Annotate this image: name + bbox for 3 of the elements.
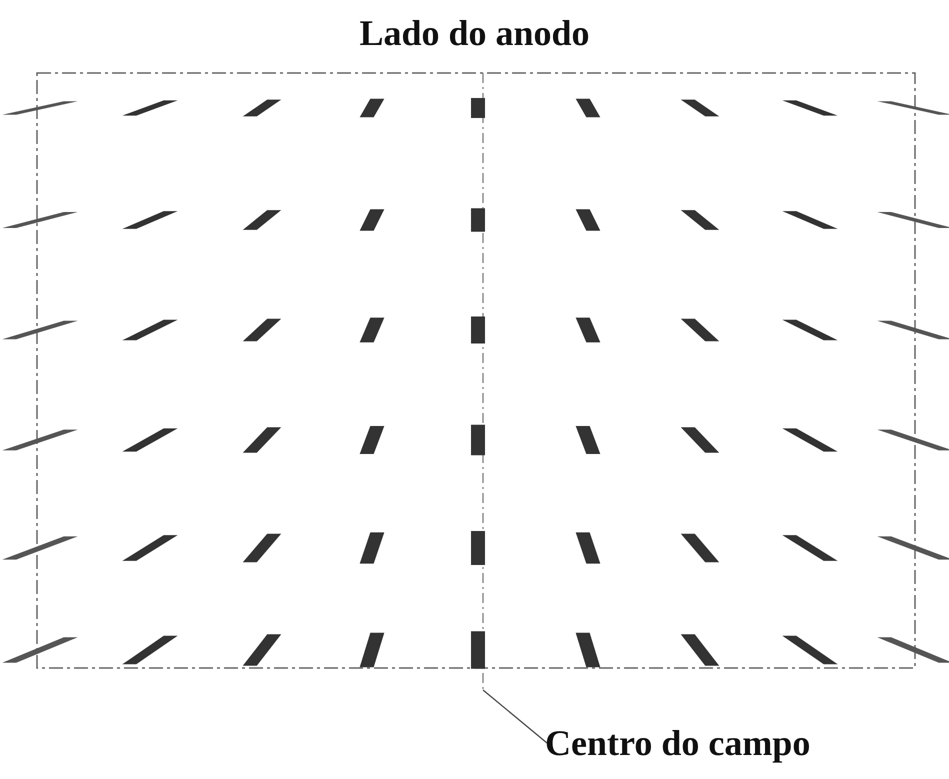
- title: Lado do anodo: [358, 12, 591, 54]
- leader-line: [482, 690, 548, 744]
- callout-label: Centro do campo: [545, 722, 810, 764]
